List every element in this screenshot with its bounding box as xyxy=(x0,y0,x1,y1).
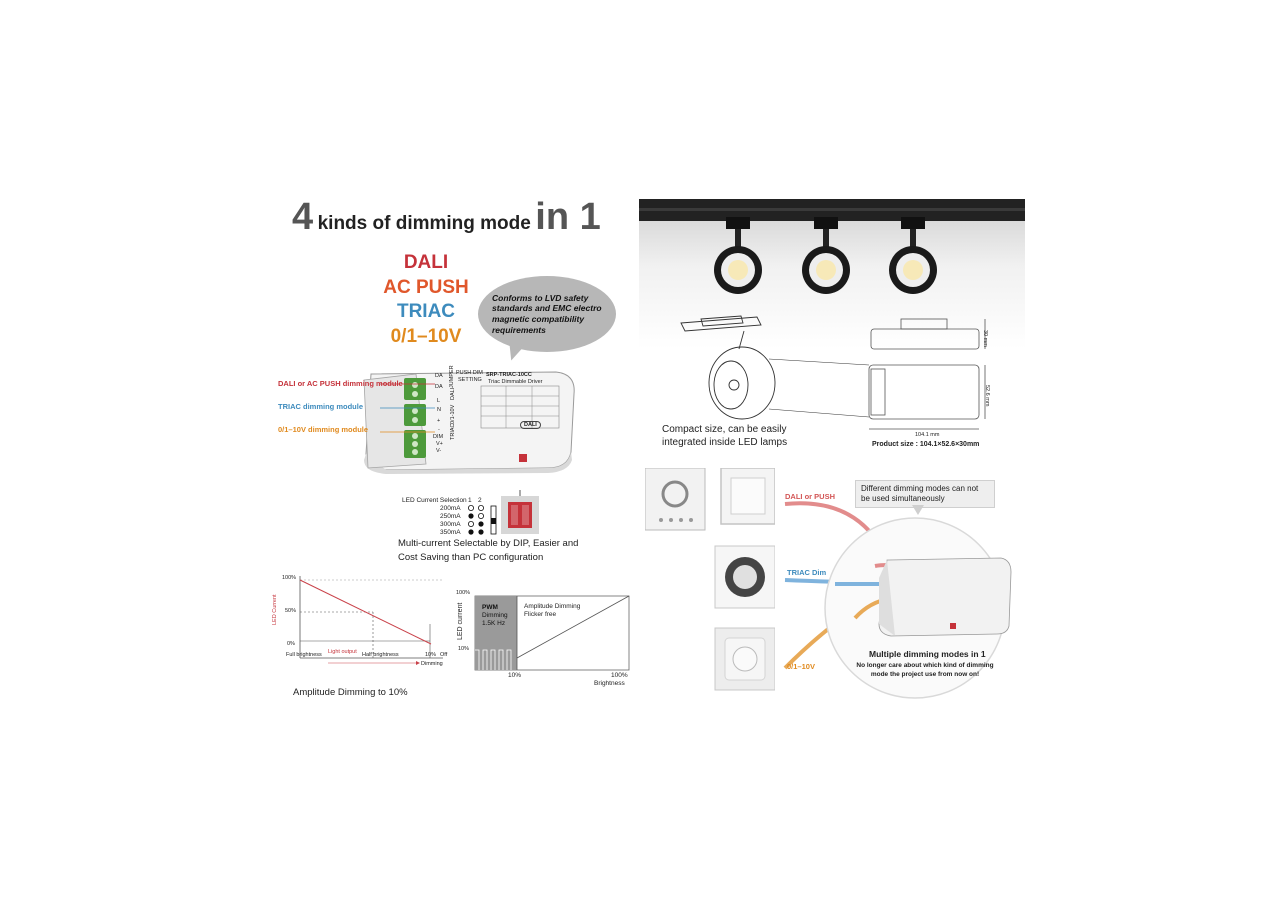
port-label: - xyxy=(438,427,440,433)
spotlight xyxy=(714,217,762,294)
driver-zoom xyxy=(878,557,1012,637)
title-suffix: in 1 xyxy=(535,196,601,238)
pwm-region xyxy=(475,596,517,670)
port-label: + xyxy=(437,418,441,424)
track-light-illustration xyxy=(639,199,1025,430)
amplitude-chart xyxy=(299,576,443,665)
y-tick: 10% xyxy=(458,646,470,652)
chart1-caption: Amplitude Dimming to 10% xyxy=(293,687,408,698)
y-tick: 0% xyxy=(287,641,295,647)
wiring-diagram xyxy=(783,501,1012,699)
title-number: 4 xyxy=(292,196,314,238)
x-label: Half brightness xyxy=(362,652,399,658)
port-label: N xyxy=(437,407,441,413)
device-side-text: DALI xyxy=(450,387,456,400)
x-label: Off xyxy=(440,652,448,658)
device-side-text: PUSH DIM xyxy=(456,370,483,376)
chart2-xlabel: Brightness xyxy=(594,680,625,687)
mode-dali: DALI xyxy=(403,252,449,273)
y-tick: 100% xyxy=(282,575,297,581)
port-label: L xyxy=(437,398,441,404)
dip-state-grid xyxy=(468,505,497,535)
dip-col: 1 xyxy=(468,497,472,504)
wall-panels xyxy=(645,468,775,691)
dimming-label: Dimming xyxy=(421,661,443,667)
spotlight xyxy=(802,217,850,294)
note-callout: Different dimming modes can not be used … xyxy=(855,480,995,508)
compliance-bubble: Conforms to LVD safety standards and EMC… xyxy=(478,276,616,352)
x-tick: 100% xyxy=(611,672,628,679)
dim-depth: 52.6 mm xyxy=(984,385,990,407)
port-label: DA xyxy=(435,373,443,379)
spotlight xyxy=(889,217,937,294)
compact-caption: Compact size, can be easily integrated i… xyxy=(662,424,788,448)
dim-width: 104.1 mm xyxy=(915,432,940,438)
dip-row: 250mA xyxy=(440,513,461,520)
pwm-amplitude-chart xyxy=(474,595,630,671)
module-leader-lines xyxy=(380,383,435,433)
module-label-0-10v: 0/1–10V dimming module xyxy=(278,425,369,434)
x-label: Full brightness xyxy=(286,652,322,658)
pwm-label: 1.5K Hz xyxy=(482,620,506,627)
multi-title: Multiple dimming modes in 1 xyxy=(869,649,986,659)
port-label: V- xyxy=(436,448,442,454)
device-model: SRP-TRIAC-10CC xyxy=(486,372,532,378)
pwm-label: PWM xyxy=(482,604,498,611)
input-label-analog: 0/1–10V xyxy=(787,662,815,671)
note-callout-tail xyxy=(912,505,924,515)
port-label: DIM xyxy=(433,434,444,440)
input-label-dali: DALI or PUSH xyxy=(785,492,836,501)
driver-side-view xyxy=(870,318,986,350)
module-label-triac: TRIAC dimming module xyxy=(278,402,363,411)
dip-switch-icon xyxy=(501,490,539,534)
mode-triac: TRIAC xyxy=(396,301,456,322)
port-label: V+ xyxy=(436,441,443,447)
dip-row: 350mA xyxy=(440,529,461,536)
driver-top-view xyxy=(868,364,986,430)
device-side-text: TRIAC xyxy=(450,423,456,441)
x-tick: 10% xyxy=(508,672,522,679)
title-text: kinds of dimming mode xyxy=(317,213,531,234)
amp-label: Amplitude Dimming xyxy=(524,603,581,610)
dip-caption: Multi-current Selectable by DIP, Easier … xyxy=(398,538,579,563)
module-label-dali: DALI or AC PUSH dimming module xyxy=(278,379,403,388)
page-title: 4 kinds of dimming mode in 1 xyxy=(292,196,601,239)
device-side-text: 0/1-10V xyxy=(450,404,456,424)
chart2-ylabel: LED current xyxy=(457,602,464,640)
led-current-line xyxy=(299,579,432,645)
dim-height: 30 mm xyxy=(982,330,988,347)
mode-ac-push: AC PUSH xyxy=(383,277,469,298)
x-label: 10% xyxy=(425,652,437,658)
y-tick: 100% xyxy=(456,590,471,596)
port-label: DA xyxy=(435,384,443,390)
dip-row: 200mA xyxy=(440,505,461,512)
dip-row: 300mA xyxy=(440,521,461,528)
device-side-text: SETTING xyxy=(458,377,482,383)
product-size: Product size : 104.1×52.6×30mm xyxy=(872,441,980,448)
chart1-ylabel: LED Current xyxy=(272,594,278,625)
dip-col: 2 xyxy=(478,497,482,504)
mode-0-10v: 0/1–10V xyxy=(390,326,462,347)
device-side-text: JUMPER xyxy=(449,365,455,388)
input-label-triac: TRIAC Dim xyxy=(787,568,827,577)
amp-label: Flicker free xyxy=(524,611,557,618)
spotlight-line-drawing xyxy=(680,315,776,420)
y-tick: 50% xyxy=(285,608,297,614)
dali-touch-panel xyxy=(645,468,706,531)
device-subtitle: Triac Dimmable Driver xyxy=(488,379,543,385)
dip-header: LED Current Selection xyxy=(402,497,467,504)
amplitude-line xyxy=(516,595,630,659)
dali-logo: DALI xyxy=(520,421,541,429)
driver-device-illustration xyxy=(363,371,575,474)
pwm-label: Dimming xyxy=(482,612,508,619)
light-output-label: Light output xyxy=(328,649,357,655)
multi-subtitle: No longer care about which kind of dimmi… xyxy=(856,662,994,678)
